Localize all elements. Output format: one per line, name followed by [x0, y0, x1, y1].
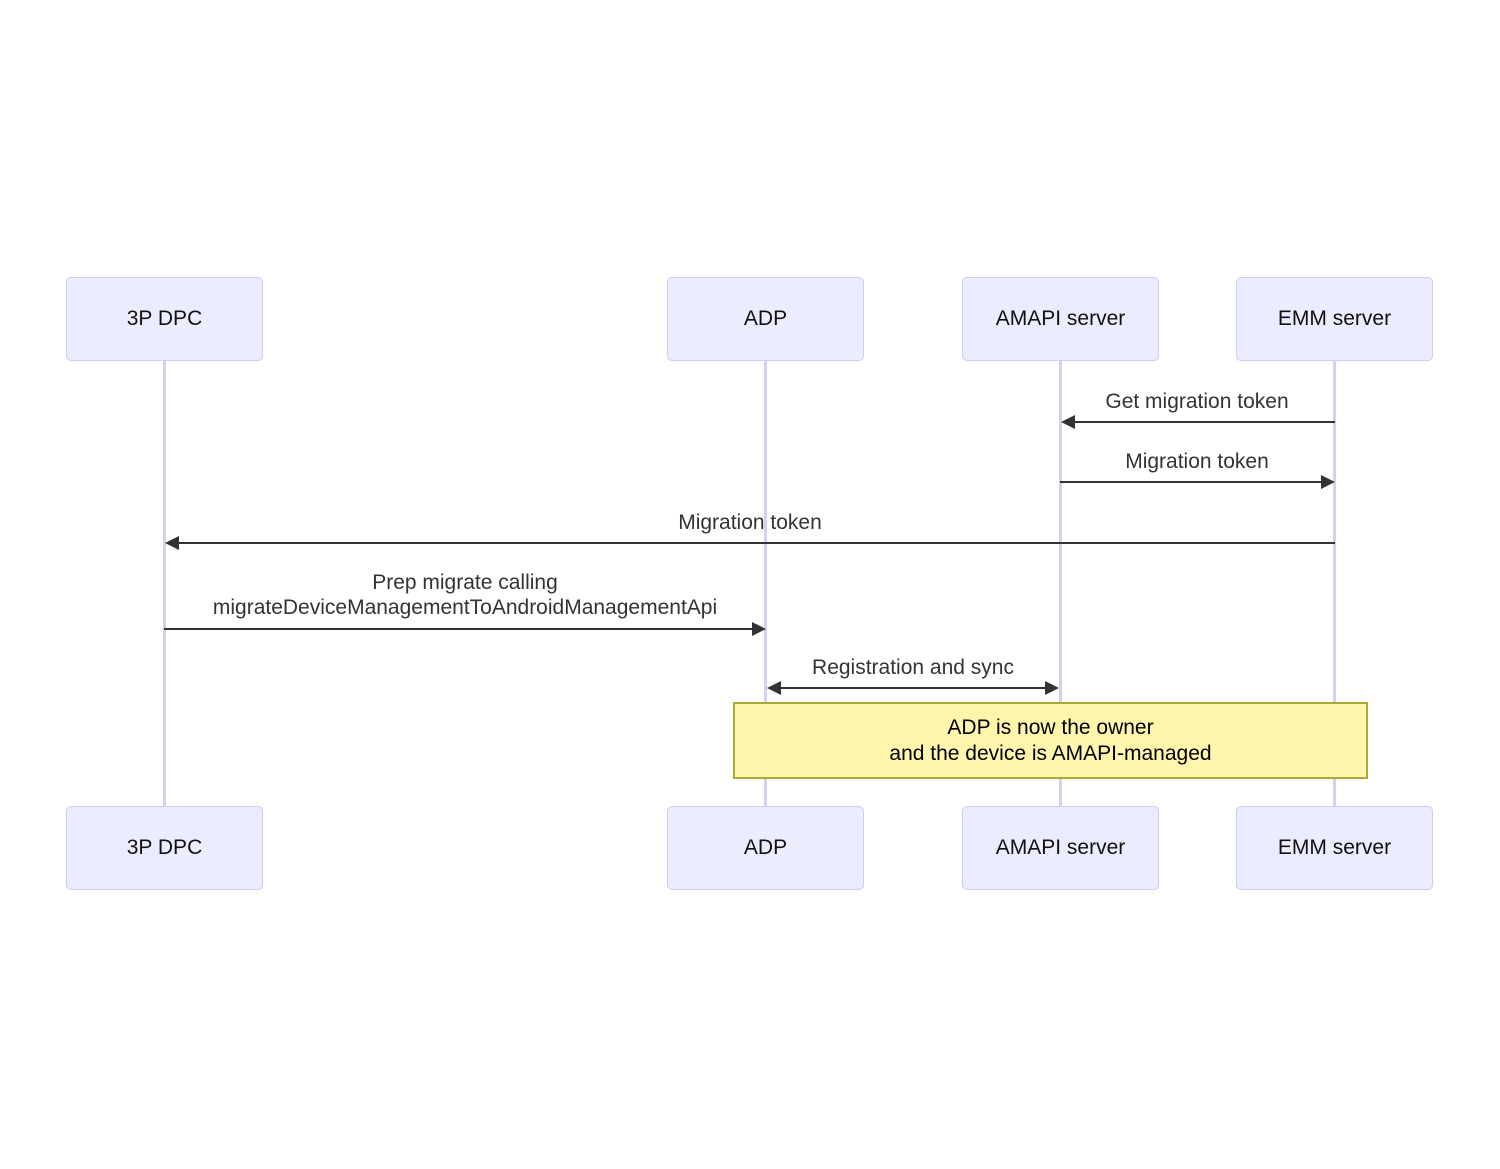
message-label-registration-and-sync: Registration and sync — [812, 656, 1014, 679]
actor-bottom-3p-dpc: 3P DPC — [66, 806, 263, 890]
actor-label: AMAPI server — [995, 307, 1126, 330]
message-label-line: migrateDeviceManagementToAndroidManageme… — [212, 596, 718, 619]
actor-bottom-adp: ADP — [667, 806, 864, 890]
message-label-prep-migrate: Prep migrate calling migrateDeviceManage… — [213, 570, 717, 620]
message-arrow-get-migration-token — [1073, 421, 1335, 423]
actor-bottom-emm-server: EMM server — [1236, 806, 1433, 890]
message-label-line: Prep migrate calling — [372, 571, 558, 594]
lifeline-emm-server — [1333, 361, 1336, 806]
lifeline-3p-dpc — [163, 361, 166, 806]
arrowhead-left-icon — [165, 536, 179, 550]
arrowhead-right-icon — [752, 622, 766, 636]
arrowhead-right-icon — [1045, 681, 1059, 695]
note-line: ADP is now the owner — [947, 715, 1154, 739]
message-arrow-prep-migrate — [164, 628, 754, 630]
actor-label: ADP — [743, 836, 788, 859]
actor-label: EMM server — [1277, 836, 1392, 859]
arrowhead-left-icon — [767, 681, 781, 695]
actor-top-adp: ADP — [667, 277, 864, 361]
actor-top-amapi-server: AMAPI server — [962, 277, 1159, 361]
actor-bottom-amapi-server: AMAPI server — [962, 806, 1159, 890]
actor-label: 3P DPC — [126, 836, 203, 859]
actor-label: AMAPI server — [995, 836, 1126, 859]
message-label-get-migration-token: Get migration token — [1105, 390, 1289, 413]
actor-label: ADP — [743, 307, 788, 330]
arrowhead-left-icon — [1061, 415, 1075, 429]
lifeline-amapi-server — [1059, 361, 1062, 806]
lifeline-adp — [764, 361, 767, 806]
note-line: and the device is AMAPI-managed — [889, 741, 1212, 765]
message-label-migration-token-to-emm: Migration token — [1125, 450, 1269, 473]
note-adp-owner: ADP is now the owner and the device is A… — [733, 702, 1368, 779]
actor-label: EMM server — [1277, 307, 1392, 330]
message-arrow-migration-token-to-emm — [1060, 481, 1323, 483]
message-arrow-registration-and-sync — [779, 687, 1047, 689]
actor-top-3p-dpc: 3P DPC — [66, 277, 263, 361]
message-arrow-migration-token-to-dpc — [177, 542, 1335, 544]
actor-label: 3P DPC — [126, 307, 203, 330]
message-label-migration-token-to-dpc: Migration token — [678, 511, 822, 534]
arrowhead-right-icon — [1321, 475, 1335, 489]
actor-top-emm-server: EMM server — [1236, 277, 1433, 361]
